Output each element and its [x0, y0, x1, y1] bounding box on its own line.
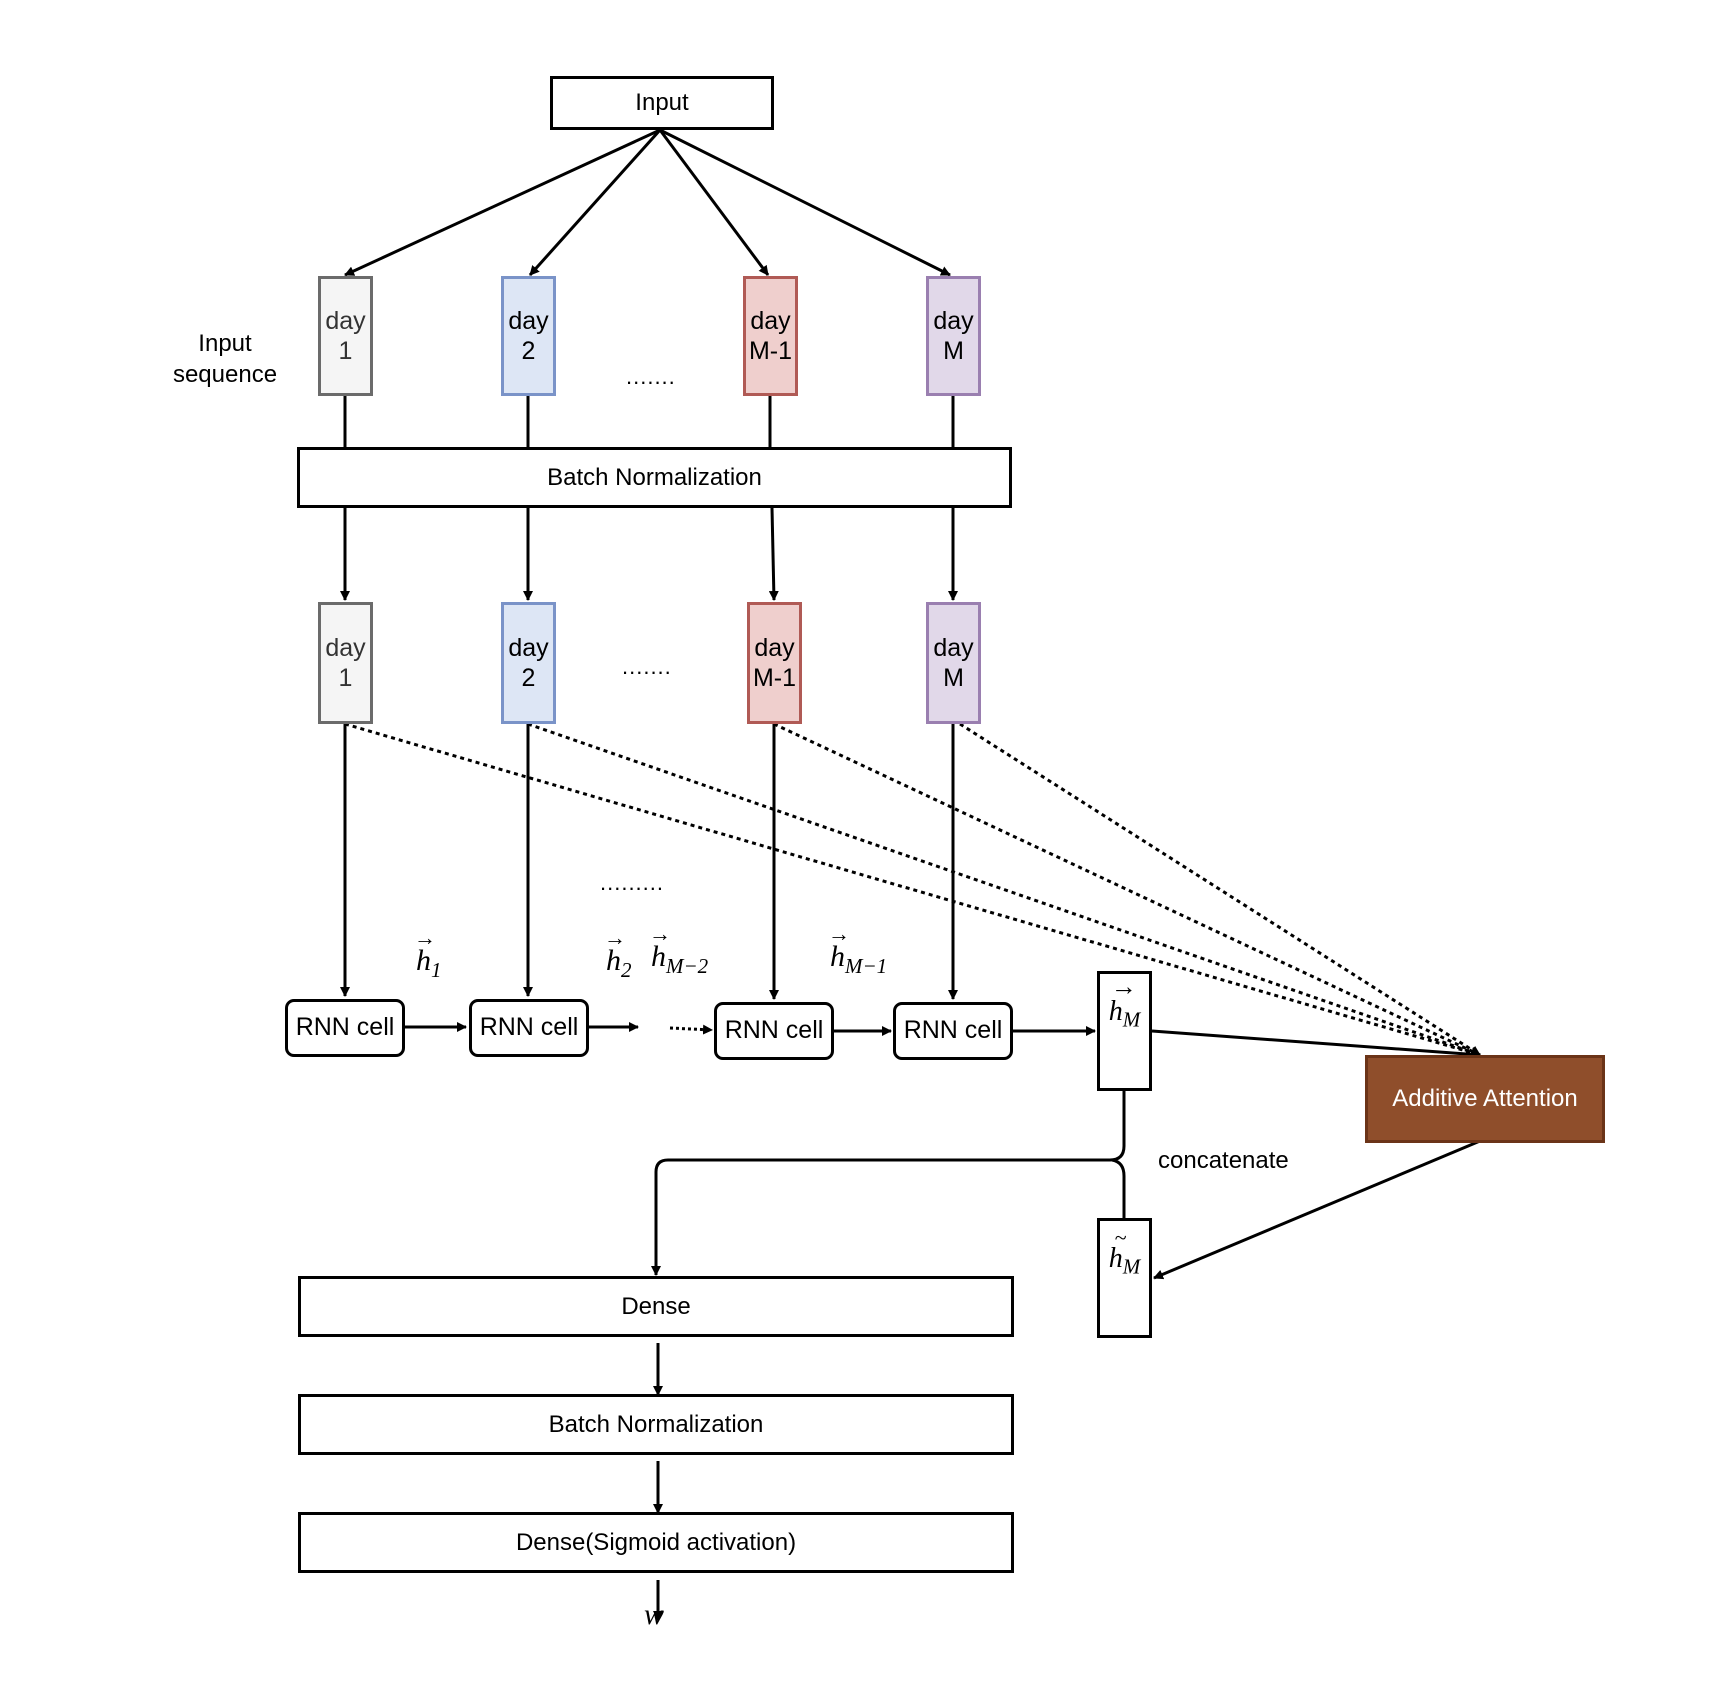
hidden-state-h1: h1 [414, 925, 442, 983]
edge-hM-attention [1151, 1029, 1481, 1060]
day-m1-index: M-1 [748, 337, 793, 365]
input-box: Input [550, 76, 774, 130]
h1-sub: 1 [431, 958, 442, 982]
attention-context-label: hM [1100, 1243, 1149, 1280]
dense-layer: Dense [298, 1276, 1014, 1337]
htilde-sub: M [1122, 1254, 1141, 1279]
top-ellipsis: ....... [626, 364, 676, 389]
day-m-normalized: day M [926, 602, 981, 724]
hM-base: h [1109, 996, 1123, 1027]
rnn-cell-3: RNN cell [714, 1002, 834, 1060]
day-1-normalized-index: 1 [338, 664, 353, 692]
final-hidden-state-box: hM [1097, 971, 1152, 1091]
day-m1-label: day [750, 307, 791, 335]
htilde-base: h [1109, 1243, 1123, 1274]
edge-dots-rnn3 [669, 1024, 713, 1035]
middle-ellipsis: ....... [622, 654, 672, 679]
h2-base: h [604, 925, 626, 978]
day-m-normalized-label: day [933, 634, 974, 662]
lower-ellipsis: ......... [600, 870, 665, 895]
additive-attention-box: Additive Attention [1365, 1055, 1605, 1143]
rnn-cell-1: RNN cell [285, 999, 405, 1057]
hM2-base: h [649, 921, 671, 974]
edge-hM-concat [651, 1091, 1126, 1276]
day-1-normalized-label: day [325, 634, 366, 662]
edge-day1-attention [344, 722, 1481, 1058]
day-1-label: day [325, 307, 366, 335]
day-2-normalized-label: day [508, 634, 549, 662]
edge-htilde-concat [1111, 1158, 1126, 1220]
day-2-normalized-index: 2 [521, 664, 536, 692]
hM1-base: h [828, 921, 850, 974]
edge-bn-dayM1 [768, 507, 779, 601]
h1-base: h [414, 925, 436, 978]
hidden-state-hM-2: hM−2 [649, 921, 709, 979]
edge-dayM-attention [959, 722, 1481, 1057]
dense-sigmoid-layer: Dense(Sigmoid activation) [298, 1512, 1014, 1573]
batch-normalization-bottom: Batch Normalization [298, 1394, 1014, 1455]
day-m-label: day [933, 307, 974, 335]
edge-input-dayM1 [658, 129, 770, 276]
edge-dayM1-attention [773, 722, 1481, 1057]
day-1-normalized: day 1 [318, 602, 373, 724]
edge-input-day1 [344, 128, 661, 277]
hM2-sub: M−2 [666, 954, 709, 978]
batch-normalization-top: Batch Normalization [297, 447, 1012, 508]
rnn-cell-4: RNN cell [893, 1002, 1013, 1060]
hidden-state-hM-1: hM−1 [828, 921, 888, 979]
day-1-input: day 1 [318, 276, 373, 396]
final-hidden-state-label: hM [1100, 996, 1149, 1033]
edge-input-dayM [659, 128, 951, 277]
h2-sub: 2 [621, 958, 632, 982]
day-2-normalized: day 2 [501, 602, 556, 724]
rnn-cell-2: RNN cell [469, 999, 589, 1057]
day-m-normalized-index: M [943, 664, 964, 692]
output-w: w [644, 1598, 665, 1631]
edge-attention-htilde [1153, 1139, 1481, 1280]
day-m1-normalized-label: day [754, 634, 795, 662]
attention-context-box: hM [1097, 1218, 1152, 1338]
concatenate-label: concatenate [1158, 1147, 1289, 1174]
day-2-label: day [508, 307, 549, 335]
hM1-sub: M−1 [845, 954, 888, 978]
hidden-state-h2: h2 [604, 925, 632, 983]
day-2-input: day 2 [501, 276, 556, 396]
day-m-input: day M [926, 276, 981, 396]
day-1-index: 1 [338, 337, 353, 365]
day-m1-input: day M-1 [743, 276, 798, 396]
edge-input-day2 [528, 128, 662, 277]
hM-sub: M [1122, 1007, 1141, 1032]
day-m1-normalized: day M-1 [747, 602, 802, 724]
day-2-index: 2 [521, 337, 536, 365]
input-sequence-label: Input sequence [172, 330, 278, 389]
day-m-index: M [943, 337, 964, 365]
day-m1-normalized-index: M-1 [752, 664, 797, 692]
